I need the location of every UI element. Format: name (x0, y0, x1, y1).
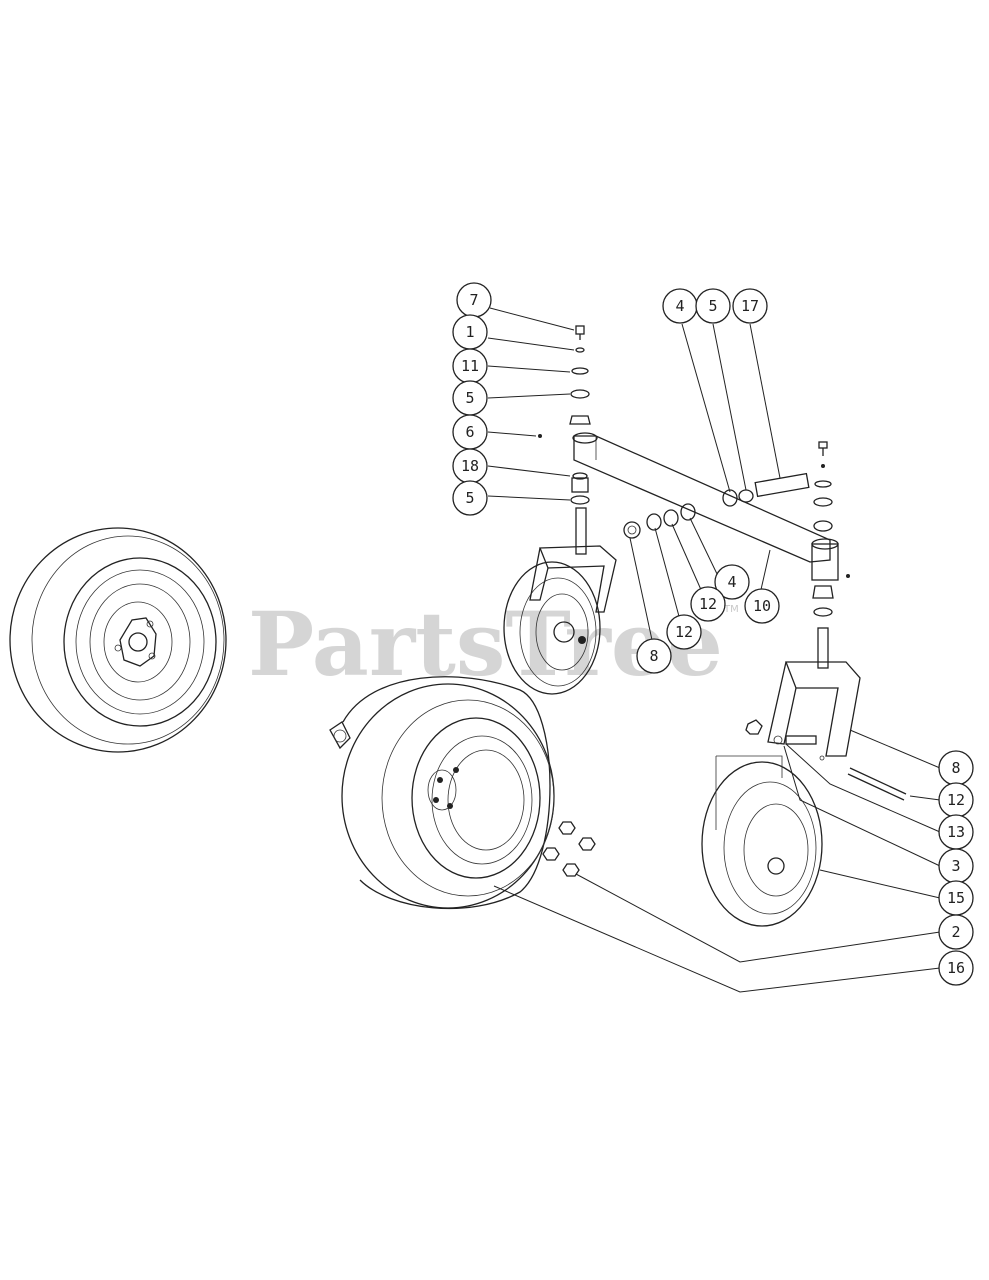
left-tire (9, 527, 227, 753)
svg-text:12: 12 (699, 595, 717, 613)
svg-text:5: 5 (708, 297, 717, 315)
callout-5-right[interactable]: 5 (695, 288, 731, 324)
callout-7[interactable]: 7 (456, 282, 492, 318)
callout-17[interactable]: 17 (732, 288, 768, 324)
svg-text:7: 7 (469, 291, 478, 309)
callout-5-mid[interactable]: 5 (452, 480, 488, 516)
svg-text:15: 15 (947, 889, 965, 907)
svg-text:5: 5 (465, 389, 474, 407)
callout-12-right[interactable]: 12 (938, 782, 974, 818)
callout-4-top[interactable]: 4 (662, 288, 698, 324)
svg-text:5: 5 (465, 489, 474, 507)
left-caster (503, 507, 617, 695)
svg-text:3: 3 (951, 857, 960, 875)
right-caster-hardware (812, 441, 834, 617)
svg-text:12: 12 (675, 623, 693, 641)
callout-10[interactable]: 10 (744, 588, 780, 624)
callout-12-b[interactable]: 12 (666, 614, 702, 650)
svg-text:1: 1 (465, 323, 474, 341)
svg-text:8: 8 (951, 759, 960, 777)
callout-2[interactable]: 2 (938, 914, 974, 950)
left-caster-hardware (538, 325, 591, 505)
svg-text:16: 16 (947, 959, 965, 977)
callout-15[interactable]: 15 (938, 880, 974, 916)
svg-text:12: 12 (947, 791, 965, 809)
callout-11[interactable]: 11 (452, 348, 488, 384)
callout-6[interactable]: 6 (452, 414, 488, 450)
axle-bar (572, 432, 850, 581)
svg-text:11: 11 (461, 357, 479, 375)
callout-3[interactable]: 3 (938, 848, 974, 884)
right-caster (701, 627, 907, 927)
svg-text:4: 4 (675, 297, 684, 315)
callout-16[interactable]: 16 (938, 950, 974, 986)
pivot-hardware (623, 472, 810, 539)
callout-5-top[interactable]: 5 (452, 380, 488, 416)
svg-text:2: 2 (951, 923, 960, 941)
svg-text:18: 18 (461, 457, 479, 475)
watermark-trademark: TM (723, 604, 739, 615)
callout-12-a[interactable]: 12 (690, 586, 726, 622)
svg-text:6: 6 (465, 423, 474, 441)
callout-18[interactable]: 18 (452, 448, 488, 484)
callout-13[interactable]: 13 (938, 814, 974, 850)
callout-8-left[interactable]: 8 (636, 638, 672, 674)
leader-lines (487, 307, 941, 993)
callout-8-right[interactable]: 8 (938, 750, 974, 786)
svg-text:8: 8 (649, 647, 658, 665)
svg-text:17: 17 (741, 297, 759, 315)
callout-1[interactable]: 1 (452, 314, 488, 350)
callout-4-mid[interactable]: 4 (714, 564, 750, 600)
svg-text:13: 13 (947, 823, 965, 841)
svg-text:4: 4 (727, 573, 736, 591)
drive-wheel (329, 676, 596, 910)
svg-text:10: 10 (753, 597, 771, 615)
callouts: 7 1 11 5 6 18 5 4 5 17 4 (452, 282, 974, 986)
